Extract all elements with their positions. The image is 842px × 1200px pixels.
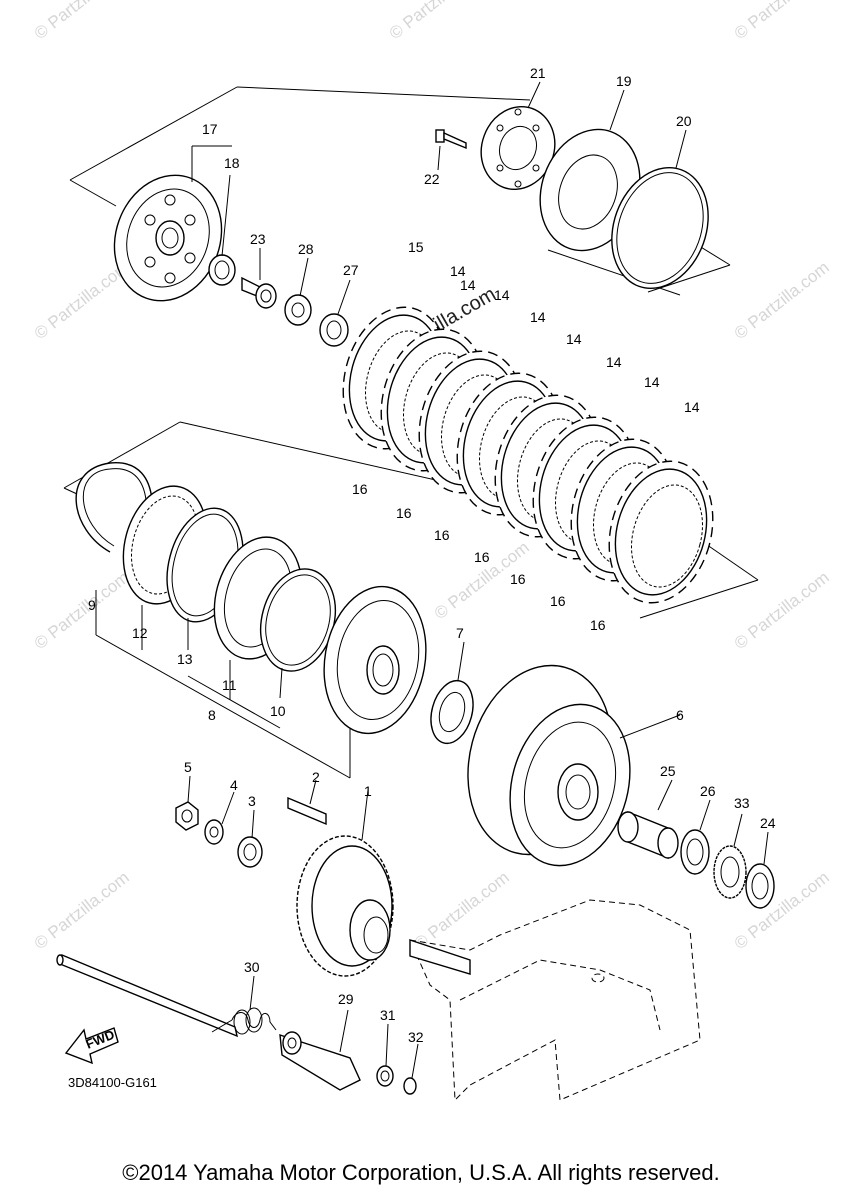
lever-29 bbox=[279, 1031, 361, 1091]
callout-16: 16 bbox=[434, 527, 450, 543]
washer-7 bbox=[430, 679, 474, 745]
ring-20 bbox=[611, 166, 709, 290]
gear-33 bbox=[713, 845, 747, 899]
callouts: 17 18 23 28 27 21 22 19 20 15 14 14 14 1… bbox=[88, 65, 776, 1045]
sleeve-25 bbox=[617, 810, 679, 860]
callout-16: 16 bbox=[396, 505, 412, 521]
callout-16: 16 bbox=[352, 481, 368, 497]
callout-14: 14 bbox=[606, 354, 622, 370]
callout-14: 14 bbox=[530, 309, 546, 325]
watermark: © Partzilla.com bbox=[411, 868, 513, 954]
nut-28 bbox=[284, 294, 312, 326]
callout-31: 31 bbox=[380, 1007, 396, 1023]
callout-16: 16 bbox=[550, 593, 566, 609]
watermark: © Partzilla.com bbox=[31, 868, 133, 954]
callout-14: 14 bbox=[450, 263, 466, 279]
watermark: © Partzilla.com bbox=[731, 258, 833, 344]
callout-20: 20 bbox=[676, 113, 692, 129]
callout-13: 13 bbox=[177, 651, 193, 667]
pressure-plate-17 bbox=[113, 174, 223, 302]
callout-26: 26 bbox=[700, 783, 716, 799]
friction-plate-face bbox=[614, 468, 708, 596]
callout-9: 9 bbox=[88, 597, 96, 613]
collar-3 bbox=[237, 836, 263, 868]
washer-31 bbox=[376, 1065, 394, 1087]
forward-arrow-icon: FWD bbox=[64, 1027, 119, 1065]
crankcase-outline bbox=[409, 899, 701, 1102]
callout-18: 18 bbox=[224, 155, 240, 171]
callout-1: 1 bbox=[364, 783, 372, 799]
clutch-boss-8 bbox=[323, 585, 427, 735]
callout-17: 17 bbox=[202, 121, 218, 137]
needle-bearing-26 bbox=[680, 829, 710, 875]
callout-14: 14 bbox=[494, 287, 510, 303]
push-rod-23 bbox=[241, 276, 277, 309]
callout-24: 24 bbox=[760, 815, 776, 831]
watermark: © Partzilla.com bbox=[31, 258, 133, 344]
bearing-18 bbox=[208, 254, 236, 286]
nut-5 bbox=[175, 801, 199, 831]
callout-30: 30 bbox=[244, 959, 260, 975]
leader-lines bbox=[95, 81, 769, 1079]
key-2 bbox=[287, 796, 327, 826]
clutch-housing-6 bbox=[467, 664, 631, 867]
callout-14: 14 bbox=[684, 399, 700, 415]
callout-23: 23 bbox=[250, 231, 266, 247]
watermark: © Partzilla.com bbox=[731, 568, 833, 654]
washer-24 bbox=[745, 863, 775, 909]
callout-16: 16 bbox=[590, 617, 606, 633]
callout-29: 29 bbox=[338, 991, 354, 1007]
clip-32 bbox=[403, 1077, 417, 1095]
watermark: © Partzilla.com bbox=[386, 0, 488, 43]
callout-22: 22 bbox=[424, 171, 440, 187]
spring-30 bbox=[211, 1007, 277, 1035]
callout-14: 14 bbox=[460, 277, 476, 293]
callout-12: 12 bbox=[132, 625, 148, 641]
callout-3: 3 bbox=[248, 793, 256, 809]
callout-32: 32 bbox=[408, 1029, 424, 1045]
watermark: © Partzilla.com bbox=[31, 568, 133, 654]
callout-14: 14 bbox=[566, 331, 582, 347]
callout-10: 10 bbox=[270, 703, 286, 719]
callout-25: 25 bbox=[660, 763, 676, 779]
washer-27 bbox=[319, 313, 349, 347]
watermark: © Partzilla.com bbox=[731, 0, 833, 43]
callout-33: 33 bbox=[734, 795, 750, 811]
callout-11: 11 bbox=[222, 677, 237, 693]
callout-7: 7 bbox=[456, 625, 464, 641]
callout-14: 14 bbox=[644, 374, 660, 390]
callout-28: 28 bbox=[298, 241, 314, 257]
callout-5: 5 bbox=[184, 759, 192, 775]
ring-10 bbox=[260, 568, 336, 672]
callout-6: 6 bbox=[676, 707, 684, 723]
watermark: © Partzilla.com bbox=[31, 0, 133, 43]
bolt-22 bbox=[435, 129, 467, 150]
callout-2: 2 bbox=[312, 769, 320, 785]
callout-4: 4 bbox=[230, 777, 238, 793]
clutch-plate-stack bbox=[342, 306, 714, 604]
callout-27: 27 bbox=[343, 262, 359, 278]
circlip-9 bbox=[75, 462, 153, 553]
callout-8: 8 bbox=[208, 707, 216, 723]
drawing-code: 3D84100-G161 bbox=[68, 1075, 157, 1090]
shaft bbox=[56, 939, 471, 1038]
callout-16: 16 bbox=[474, 549, 490, 565]
drive-gear-1 bbox=[296, 835, 394, 977]
callout-19: 19 bbox=[616, 73, 632, 89]
lock-washer-4 bbox=[204, 819, 224, 845]
copyright-line: ©2014 Yamaha Motor Corporation, U.S.A. A… bbox=[122, 1160, 720, 1185]
steel-plate-teeth bbox=[631, 484, 703, 588]
callout-16: 16 bbox=[510, 571, 526, 587]
callout-15: 15 bbox=[408, 239, 424, 255]
callout-21: 21 bbox=[530, 65, 546, 81]
